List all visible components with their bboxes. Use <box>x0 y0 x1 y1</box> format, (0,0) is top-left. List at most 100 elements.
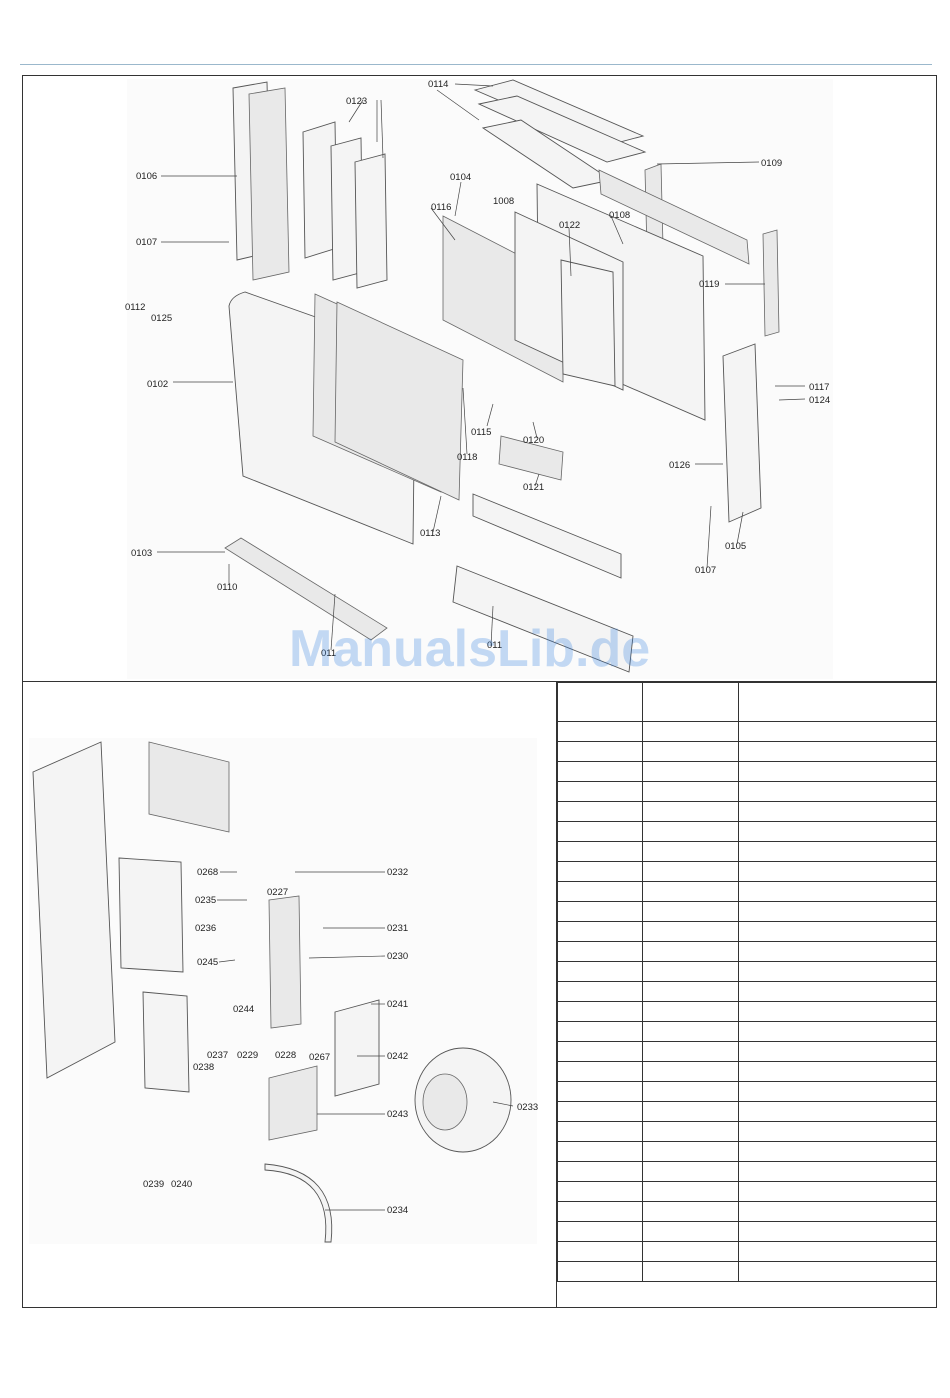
label-0107-upper: 0107 <box>136 237 157 248</box>
label-0230: 0230 <box>387 951 408 962</box>
label-0235: 0235 <box>195 895 216 906</box>
part-0105-control-panel <box>722 343 762 523</box>
table-row <box>557 741 937 762</box>
label-0125: 0125 <box>151 313 172 324</box>
label-0106: 0106 <box>136 171 157 182</box>
table-row <box>557 1181 937 1202</box>
label-0116: 0116 <box>431 202 451 213</box>
part-0102-front-cover <box>228 291 464 545</box>
table-row <box>557 881 937 902</box>
label-0238: 0238 <box>193 1062 214 1073</box>
table-row <box>557 1001 937 1022</box>
table-row <box>557 1261 937 1282</box>
label-0113: 0113 <box>420 528 440 539</box>
label-0229: 0229 <box>237 1050 258 1061</box>
label-0109: 0109 <box>761 158 782 169</box>
table-row <box>557 1121 937 1142</box>
label-0108: 0108 <box>609 210 630 221</box>
label-0110: 0110 <box>217 582 237 593</box>
table-row <box>557 761 937 782</box>
table-row <box>557 821 937 842</box>
label-0234: 0234 <box>387 1205 408 1216</box>
lower-exploded-diagram: 0268 0232 0227 0235 0236 0231 0230 0245 … <box>29 738 538 1244</box>
label-0242: 0242 <box>387 1051 408 1062</box>
label-0237: 0237 <box>207 1050 228 1061</box>
table-row <box>557 901 937 922</box>
part-0104-heat-exchanger <box>442 211 624 391</box>
label-0117: 0117 <box>809 382 829 393</box>
label-0236: 0236 <box>195 923 216 934</box>
label-0122: 0122 <box>559 220 580 231</box>
label-0123: 0123 <box>346 96 367 107</box>
label-0107-lower: 0107 <box>695 565 716 576</box>
table-row <box>557 1141 937 1162</box>
table-row <box>557 1081 937 1102</box>
table-row <box>557 921 937 942</box>
table-row <box>557 781 937 802</box>
watermark: ManualsLib.de <box>289 620 650 678</box>
label-011-left: 011 <box>321 648 336 659</box>
section-divider <box>22 681 937 682</box>
table-row <box>557 861 937 882</box>
label-1008: 1008 <box>493 196 514 207</box>
label-0228: 0228 <box>275 1050 296 1061</box>
part-0228-terminal-block <box>268 895 302 1029</box>
label-0118: 0118 <box>457 452 477 463</box>
table-row <box>557 941 937 962</box>
label-0105: 0105 <box>725 541 746 552</box>
table-row <box>557 721 937 742</box>
label-0240: 0240 <box>171 1179 192 1190</box>
table-row <box>557 1061 937 1082</box>
label-0121: 0121 <box>523 482 544 493</box>
table-row <box>557 1201 937 1222</box>
table-row <box>557 1241 937 1262</box>
part-0233-fan-motor <box>414 1047 512 1153</box>
label-0227: 0227 <box>267 887 288 898</box>
table-row <box>557 981 937 1002</box>
table-row <box>557 1161 937 1182</box>
label-0244: 0244 <box>233 1004 254 1015</box>
table-row <box>557 1101 937 1122</box>
label-011-right: 011 <box>487 640 502 651</box>
label-0102: 0102 <box>147 379 168 390</box>
label-0233: 0233 <box>517 1102 538 1113</box>
label-0241: 0241 <box>387 999 408 1010</box>
label-0243: 0243 <box>387 1109 408 1120</box>
label-0103: 0103 <box>131 548 152 559</box>
label-0112: 0112 <box>125 302 145 313</box>
label-0245: 0245 <box>197 957 218 968</box>
table-row <box>557 1041 937 1062</box>
part-0114-top-covers <box>473 79 647 189</box>
label-0268: 0268 <box>197 867 218 878</box>
table-row <box>557 1221 937 1242</box>
part-side-plate <box>32 741 230 1079</box>
label-0126: 0126 <box>669 460 690 471</box>
label-0104: 0104 <box>450 172 471 183</box>
label-0231: 0231 <box>387 923 408 934</box>
part-0234-strap <box>264 1163 333 1243</box>
part-0242-pcb <box>334 999 380 1097</box>
label-0232: 0232 <box>387 867 408 878</box>
label-0239: 0239 <box>143 1179 164 1190</box>
label-0124: 0124 <box>809 395 830 406</box>
label-0119: 0119 <box>699 279 719 290</box>
label-0267: 0267 <box>309 1052 330 1063</box>
part-0103-grille <box>224 537 388 641</box>
part-0121-drain-tray <box>452 435 634 673</box>
table-row <box>557 1021 937 1042</box>
part-mount-brackets <box>118 857 190 1093</box>
part-0123-filters <box>302 121 388 289</box>
label-0120: 0120 <box>523 435 544 446</box>
upper-exploded-diagram: 0114 0123 0109 0106 0104 1008 0116 0108 … <box>125 79 833 679</box>
header-rule <box>20 64 932 65</box>
table-row <box>557 841 937 862</box>
label-0115: 0115 <box>471 427 491 438</box>
label-0114: 0114 <box>428 79 448 90</box>
table-row <box>557 801 937 822</box>
table-divider <box>556 681 557 1308</box>
part-0106-side-frame <box>232 81 290 281</box>
part-0243-transformer <box>268 1065 318 1141</box>
table-header-row <box>557 682 937 722</box>
table-row <box>557 961 937 982</box>
page-frame <box>22 75 937 1308</box>
